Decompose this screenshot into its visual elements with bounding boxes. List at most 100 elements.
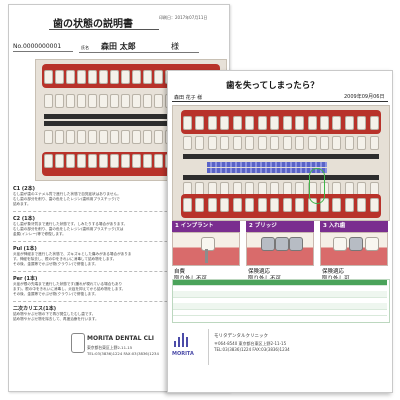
- section-per-text-2: ます)。根の中をきれいに消毒し、炎症を抑えてから詰め物をします。: [13, 287, 126, 291]
- morita-logo-icon: [174, 333, 190, 347]
- back-clinic-address: 東京都台東区上野2-11-15: [87, 345, 133, 350]
- front-date: 2009年09月06日: [344, 94, 385, 100]
- section-secondary-caries-label: 二次カリエス(1本): [13, 306, 57, 312]
- tooth: [369, 198, 379, 212]
- option-denture-header: 3 入れ歯: [320, 221, 388, 232]
- tooth: [44, 154, 53, 168]
- tooth: [88, 94, 97, 108]
- tooth: [110, 130, 119, 144]
- tooth: [332, 136, 342, 150]
- honorific: 様: [171, 42, 179, 51]
- section-secondary-caries-text-1: 詰め物やかぶせ物の下で再び発生したむし歯です。: [13, 312, 96, 316]
- tooth: [295, 198, 305, 212]
- tooth: [44, 130, 53, 144]
- divider: [13, 211, 223, 212]
- tooth: [99, 154, 108, 168]
- tooth: [270, 198, 280, 212]
- tooth: [66, 70, 75, 84]
- tooth-logo-icon: [71, 333, 85, 353]
- back-print-date: 印刷日：2017年07月11日: [159, 15, 208, 20]
- tooth: [154, 130, 163, 144]
- section-c1-label: C1 (2本): [13, 186, 35, 192]
- tooth: [55, 130, 64, 144]
- option-implant-line-1: 自費: [174, 269, 186, 275]
- tooth: [270, 116, 280, 130]
- tooth: [55, 70, 64, 84]
- back-title: 歯の状態の説明書: [53, 19, 133, 30]
- tooth: [270, 136, 280, 150]
- denture-illustration-icon: [320, 232, 388, 266]
- section-per-text-1: 炎症が根の先端まで進行した状態です(腫れが現れている場合もあり: [13, 282, 123, 286]
- front-title: 歯を失ってしまったら？: [226, 81, 319, 91]
- tooth: [77, 154, 86, 168]
- tooth: [369, 116, 379, 130]
- tooth: [220, 198, 230, 212]
- tooth: [143, 130, 152, 144]
- section-secondary-caries-text-2: 詰め物やかぶせ物を除去して、再度治療を行います。: [13, 317, 99, 321]
- tooth: [207, 116, 217, 130]
- tooth: [66, 154, 75, 168]
- implant-illustration-icon: [172, 232, 240, 266]
- tooth-number-row-upper: [44, 114, 218, 119]
- upper-teeth-occlusal: [183, 136, 379, 150]
- treatment-table: [172, 279, 390, 323]
- patient-id: No.0000000001: [13, 43, 62, 50]
- back-clinic-phone: TEL:03(3836)1224 FAX:03(3836)1234: [87, 351, 159, 356]
- tooth: [55, 94, 64, 108]
- tooth: [88, 130, 97, 144]
- tooth: [195, 198, 205, 212]
- tooth: [132, 94, 141, 108]
- tooth: [220, 116, 230, 130]
- tooth: [66, 130, 75, 144]
- tooth: [110, 94, 119, 108]
- upper-teeth-row: [183, 116, 379, 130]
- tooth: [344, 136, 354, 150]
- section-c2-text-2: むし歯の部分を削り、歯の色をしたレジン(歯科用プラスチック)又は: [13, 227, 124, 231]
- front-clinic-name: モリタデンタルクリニック: [214, 334, 268, 339]
- tooth: [282, 198, 292, 212]
- section-c2-text-3: 金属(インレー)等で修復します。: [13, 232, 66, 236]
- tooth: [344, 198, 354, 212]
- tooth-number-row-upper: [183, 154, 379, 159]
- table-header: [173, 280, 387, 286]
- tooth: [77, 70, 86, 84]
- tooth: [143, 70, 152, 84]
- tooth: [332, 198, 342, 212]
- tooth: [282, 116, 292, 130]
- option-denture-line-1: 保険適応: [322, 269, 345, 275]
- front-clinic-phone: TEL:03(3836)1224 FAX:03(3836)1234: [214, 347, 290, 352]
- tooth: [282, 136, 292, 150]
- id-underline: [13, 51, 73, 52]
- tooth: [77, 130, 86, 144]
- tooth: [220, 136, 230, 150]
- option-bridge-header: 2 ブリッジ: [246, 221, 314, 232]
- tooth: [232, 116, 242, 130]
- tooth: [55, 154, 64, 168]
- section-pul-text-1: 炎症が神経まで進行した状態で、ズキズキとした痛みがある場合がありま: [13, 252, 132, 256]
- tooth: [195, 116, 205, 130]
- tooth: [183, 136, 192, 150]
- tooth: [88, 70, 97, 84]
- tooth: [257, 198, 267, 212]
- divider: [13, 241, 223, 242]
- tooth: [232, 198, 242, 212]
- tooth: [44, 94, 53, 108]
- tooth: [245, 136, 255, 150]
- tooth: [257, 136, 267, 150]
- tooth: [110, 154, 119, 168]
- tooth: [121, 154, 130, 168]
- tooth: [344, 116, 354, 130]
- section-c2-label: C2 (1本): [13, 216, 35, 222]
- section-pul-text-3: その後、金属等でかぶせ物(クラウン)で修復します。: [13, 262, 99, 266]
- tooth: [143, 154, 152, 168]
- option-bridge-line-1: 保険適応: [248, 269, 271, 275]
- bridge-illustration-icon: [246, 232, 314, 266]
- tooth: [154, 154, 163, 168]
- table-row: [173, 291, 387, 298]
- tooth: [88, 154, 97, 168]
- missing-tooth-highlight: [309, 168, 325, 204]
- tooth: [99, 130, 108, 144]
- tooth: [319, 136, 329, 150]
- tooth: [307, 136, 317, 150]
- front-document: 歯を失ってしまったら？ 森田 花子 様 2009年09月06日 1 インプラント…: [167, 70, 393, 393]
